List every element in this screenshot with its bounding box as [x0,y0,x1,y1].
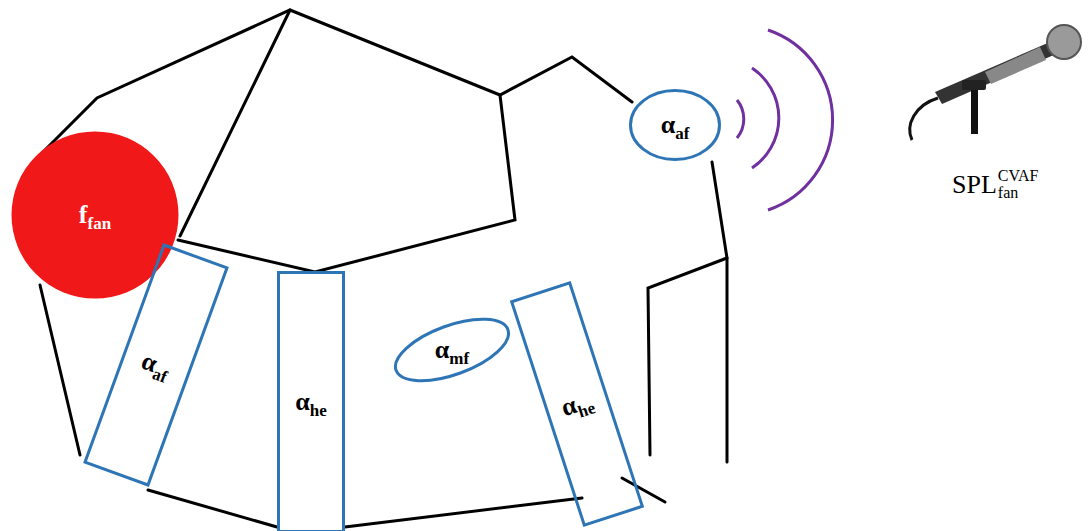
subscript: fan [88,214,112,233]
panel-border [85,245,227,485]
outline-inner [178,95,515,272]
node-label: ffan [79,202,111,228]
sound-arc [737,100,744,138]
outline-inner-right [648,258,727,455]
superscript: CVAF [998,168,1039,185]
panel-border [279,273,344,531]
subscript: he [310,401,327,420]
script-stack: CVAFfan [998,168,1039,202]
mic-body [935,42,1056,104]
panel-border [512,283,643,525]
symbol: α [435,335,450,364]
label-base: SPL [952,172,997,198]
node-label: αhe [295,389,327,415]
mic-grille [1047,25,1081,59]
heat-exchanger-panel: αhe [510,281,644,527]
symbol: α [661,110,676,139]
outline-bottom-left [148,490,277,527]
sound-arc [752,68,779,168]
quantity-symbol: SPL [952,170,997,199]
node-label: αhe [558,387,596,421]
ellipse-border [631,91,720,160]
symbol: f [79,200,88,229]
mic-clip [962,80,986,90]
outline-stub [622,478,665,502]
subscript: af [675,124,689,143]
subscript: fan [998,185,1039,202]
mic-cable [910,98,938,140]
outline-left [40,285,80,455]
sound-waves [737,30,833,210]
microphone-icon [910,25,1081,140]
outline-bottom-mid [345,498,582,527]
heat-exchanger-panel: αhe [277,271,345,531]
sound-arc [768,30,833,210]
mic-band [985,47,1046,84]
absorption-ellipse: αaf [629,89,721,161]
outline-divider [180,10,290,236]
node-label: αmf [435,337,469,363]
measurement-label: SPLCVAFfan [952,168,1038,202]
ellipse-border [388,307,517,394]
subscript: mf [449,349,469,368]
absorption-ellipse: αmf [391,324,513,376]
node-label: αaf [661,112,690,138]
symbol: α [295,387,310,416]
outline-right [712,162,727,462]
node-label: αaf [138,348,174,382]
